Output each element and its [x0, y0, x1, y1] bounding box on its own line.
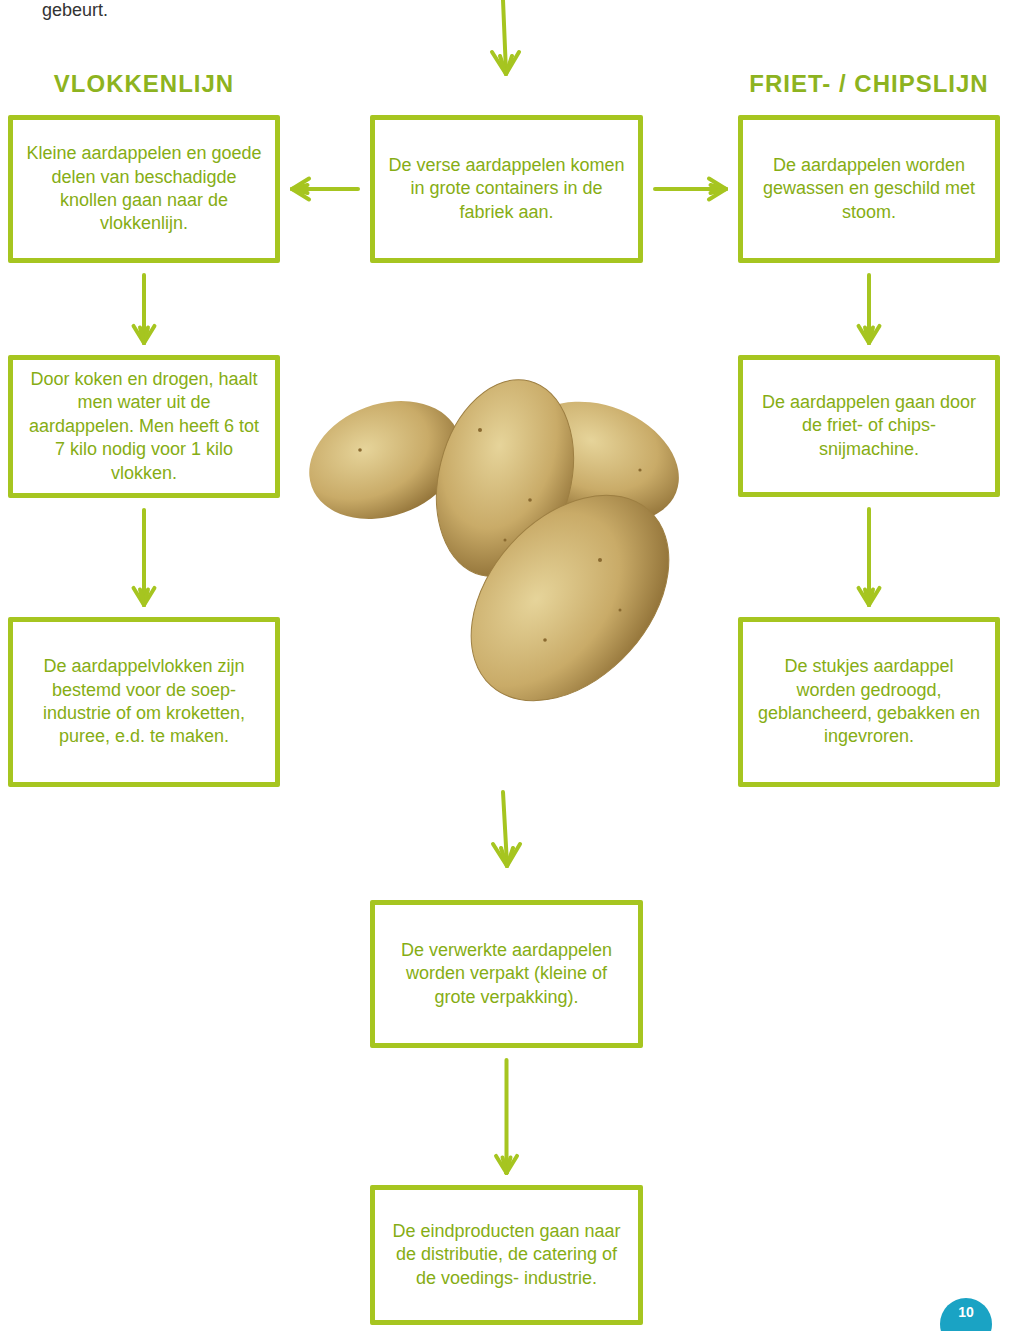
flow-arrow — [134, 510, 155, 605]
column-heading: VLOKKENLIJN — [8, 70, 280, 98]
process-box: De aardappelen worden gewassen en geschi… — [738, 115, 1000, 263]
flow-arrow — [859, 509, 880, 605]
flow-arrow — [292, 179, 358, 200]
merge-arrow — [493, 792, 520, 866]
column-heading: FRIET- / CHIPSLIJN — [738, 70, 1000, 98]
box-text: De aardappelvlokken zijn bestemd voor de… — [23, 655, 265, 749]
incoming-arrow — [492, 0, 519, 74]
process-box: De stukjes aardappel worden gedroogd, ge… — [738, 617, 1000, 787]
page-badge — [940, 1298, 992, 1331]
page-number: 10 — [946, 1304, 986, 1320]
process-box: Door koken en drogen, haalt men water ui… — [8, 355, 280, 498]
page-text: gebeurt. — [42, 0, 108, 21]
box-text: De aardappelen worden gewassen en geschi… — [753, 154, 985, 224]
box-text: De eindproducten gaan naar de distributi… — [385, 1220, 628, 1290]
flow-arrow — [496, 1060, 517, 1173]
box-text: De aardappelen gaan door de friet- of ch… — [753, 391, 985, 461]
process-box: De aardappelen gaan door de friet- of ch… — [738, 355, 1000, 497]
flow-arrow — [859, 275, 880, 343]
box-text: De verwerkte aardappelen worden verpakt … — [385, 939, 628, 1009]
flow-arrow — [655, 179, 726, 200]
process-box: Kleine aardappelen en goede delen van be… — [8, 115, 280, 263]
box-text: Door koken en drogen, haalt men water ui… — [23, 368, 265, 485]
process-box: De verse aardappelen komen in grote cont… — [370, 115, 643, 263]
box-text: De stukjes aardappel worden gedroogd, ge… — [753, 655, 985, 749]
process-box: De eindproducten gaan naar de distributi… — [370, 1185, 643, 1325]
flow-arrow — [134, 275, 155, 343]
process-box: De verwerkte aardappelen worden verpakt … — [370, 900, 643, 1048]
box-text: De verse aardappelen komen in grote cont… — [385, 154, 628, 224]
process-box: De aardappelvlokken zijn bestemd voor de… — [8, 617, 280, 787]
potato-picture — [293, 365, 709, 739]
box-text: Kleine aardappelen en goede delen van be… — [23, 142, 265, 236]
